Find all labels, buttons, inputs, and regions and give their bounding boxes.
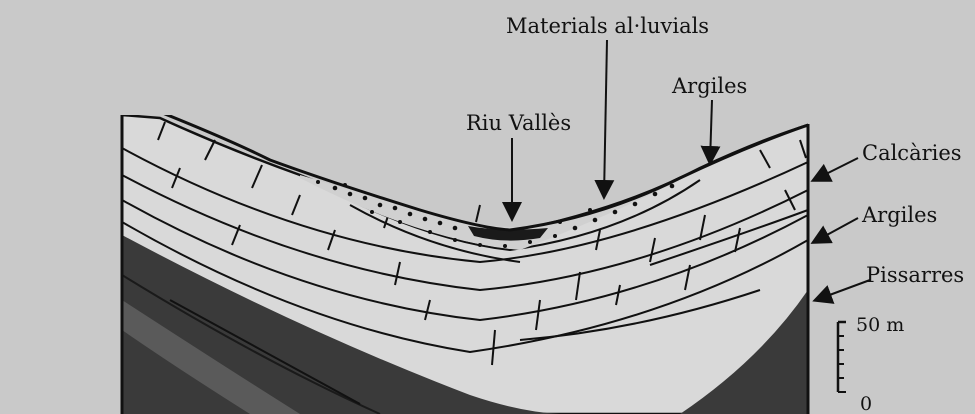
strata-group bbox=[122, 112, 808, 414]
clays-mid-arrow bbox=[814, 218, 858, 242]
label-materials: Materials al·luvials bbox=[506, 14, 709, 38]
clays-top-arrow bbox=[710, 100, 712, 162]
label-slates: Pissarres bbox=[866, 263, 964, 287]
scale-top-label: 50 m bbox=[856, 314, 904, 336]
label-river: Riu Vallès bbox=[466, 111, 571, 135]
materials-arrow bbox=[604, 40, 607, 196]
scale-bar: 50 m 0 bbox=[838, 314, 904, 414]
limestones-arrow bbox=[814, 158, 858, 180]
slates-arrow bbox=[816, 280, 870, 300]
label-limestones: Calcàries bbox=[862, 141, 962, 165]
label-clays-top: Argiles bbox=[671, 74, 747, 98]
scale-bottom-label: 0 bbox=[860, 393, 872, 414]
label-clays-mid: Argiles bbox=[861, 203, 937, 227]
